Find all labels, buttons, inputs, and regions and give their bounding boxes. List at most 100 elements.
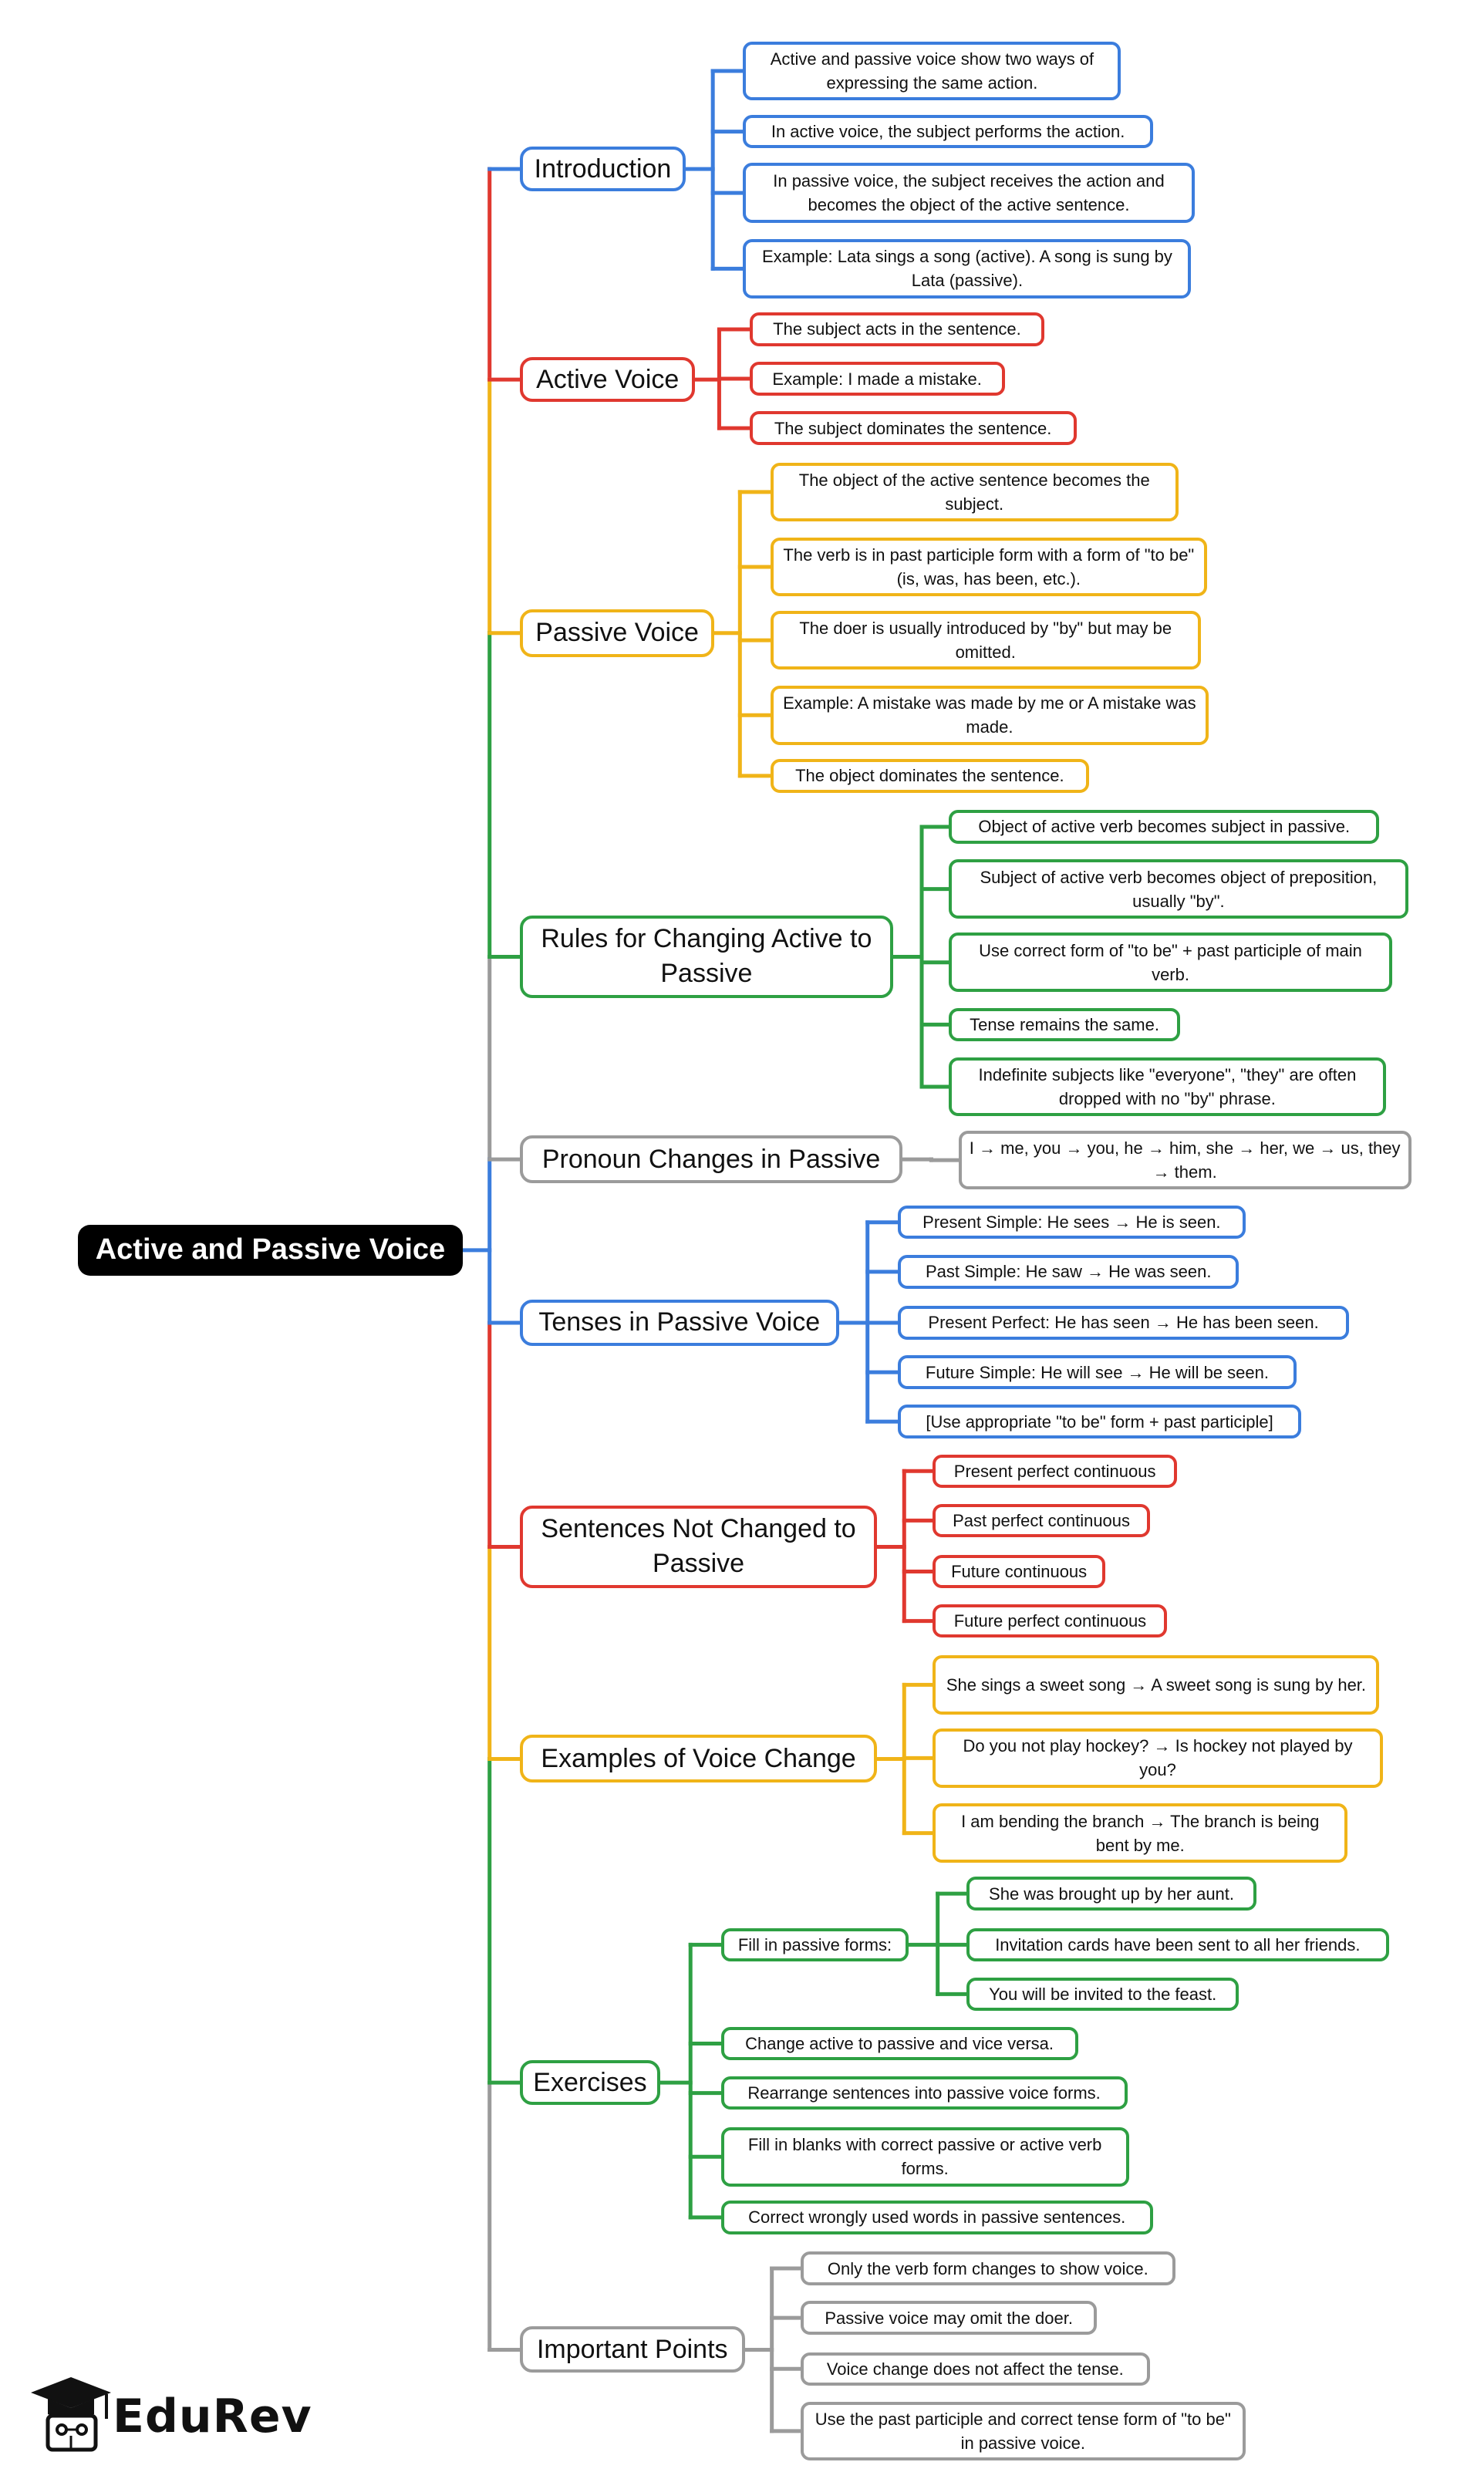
leaf-node: Example: Lata sings a song (active). A s… (743, 239, 1192, 298)
branch-node: Examples of Voice Change (520, 1735, 878, 1783)
leaf-node: Voice change does not affect the tense. (800, 2352, 1150, 2386)
sub-leaf-node: You will be invited to the feast. (966, 1977, 1239, 2012)
branch-node: Introduction (520, 147, 686, 192)
branch-node-label: Examples of Voice Change (541, 1743, 856, 1773)
branch-node: Exercises (520, 2060, 660, 2106)
branch-node-label: Tenses in Passive Voice (538, 1307, 821, 1337)
leaf-node: Active and passive voice show two ways o… (743, 41, 1121, 101)
leaf-node-label: The object dominates the sentence. (795, 766, 1064, 786)
leaf-node-label: Past Simple: He saw → He was seen. (925, 1262, 1212, 1282)
leaf-node: Indefinite subjects like "everyone", "th… (949, 1057, 1386, 1117)
leaf-node-label: Present Perfect: He has seen → He has be… (928, 1313, 1319, 1333)
leaf-node: Past Simple: He saw → He was seen. (898, 1255, 1239, 1289)
branch-node: Active Voice (520, 357, 696, 402)
leaf-node-label: Present Simple: He sees → He is seen. (922, 1212, 1221, 1233)
sub-leaf-node-label: You will be invited to the feast. (989, 1984, 1217, 2004)
leaf-node-label: Correct wrongly used words in passive se… (748, 2207, 1126, 2228)
leaf-node: Correct wrongly used words in passive se… (720, 2201, 1153, 2234)
leaf-node: Present Simple: He sees → He is seen. (898, 1206, 1246, 1239)
leaf-node: Future continuous (933, 1554, 1105, 1589)
sub-leaf-node: She was brought up by her aunt. (966, 1877, 1257, 1911)
sub-leaf-node-label: Invitation cards have been sent to all h… (995, 1934, 1361, 1954)
leaf-node: The verb is in past participle form with… (770, 537, 1208, 597)
branch-node: Sentences Not Changed to Passive (520, 1505, 878, 1589)
leaf-node: Present Perfect: He has seen → He has be… (898, 1306, 1350, 1340)
leaf-node-label: Example: Lata sings a song (active). A s… (761, 247, 1172, 291)
leaf-node-label: She sings a sweet song → A sweet song is… (946, 1675, 1367, 1695)
branch-node-label: Exercises (533, 2067, 647, 2097)
leaf-node: The object dominates the sentence. (770, 759, 1090, 793)
leaf-node: In passive voice, the subject receives t… (743, 162, 1195, 224)
leaf-node-label: The subject dominates the sentence. (774, 418, 1052, 438)
leaf-node: Use the past participle and correct tens… (800, 2401, 1246, 2461)
leaf-node: Example: A mistake was made by me or A m… (770, 686, 1209, 745)
leaf-node: In active voice, the subject performs th… (743, 114, 1153, 149)
sub-leaf-node: Invitation cards have been sent to all h… (966, 1927, 1389, 1961)
branch-node-label: Sentences Not Changed to Passive (541, 1514, 856, 1579)
leaf-node-label: Use the past participle and correct tens… (815, 2409, 1231, 2453)
leaf-node: Past perfect continuous (933, 1503, 1150, 1538)
leaf-node: I → me, you → you, he → him, she → her, … (958, 1130, 1411, 1190)
leaf-node: Only the verb form changes to show voice… (800, 2251, 1175, 2285)
leaf-node-label: [Use appropriate "to be" form + past par… (926, 1411, 1273, 1432)
branch-node: Important Points (520, 2326, 745, 2373)
leaf-node-label: The subject acts in the sentence. (773, 319, 1021, 339)
leaf-node-label: Past perfect continuous (953, 1510, 1131, 1530)
branch-node: Tenses in Passive Voice (520, 1300, 839, 1346)
leaf-node: Subject of active verb becomes object of… (949, 859, 1408, 919)
leaf-node-label: Change active to passive and vice versa. (745, 2033, 1054, 2053)
leaf-node: Change active to passive and vice versa. (720, 2026, 1078, 2061)
leaf-node: Example: I made a mistake. (749, 362, 1005, 396)
leaf-node-label: Active and passive voice show two ways o… (770, 49, 1094, 93)
leaf-node: Fill in blanks with correct passive or a… (720, 2127, 1129, 2187)
leaf-node-label: Use correct form of "to be" + past parti… (979, 940, 1362, 984)
leaf-node-label: Passive voice may omit the doer. (825, 2308, 1073, 2328)
branch-node-label: Pronoun Changes in Passive (541, 1144, 881, 1174)
leaf-node: Use correct form of "to be" + past parti… (949, 933, 1392, 992)
leaf-node: Rearrange sentences into passive voice f… (720, 2076, 1128, 2110)
leaf-node: Future Simple: He will see → He will be … (898, 1355, 1297, 1389)
leaf-node-label: Only the verb form changes to show voice… (827, 2258, 1148, 2278)
leaf-node-label: I am bending the branch → The branch is … (961, 1811, 1320, 1855)
branch-node-label: Rules for Changing Active to Passive (541, 924, 872, 989)
leaf-node-label: Future continuous (951, 1562, 1088, 1582)
leaf-node-label: In active voice, the subject performs th… (771, 122, 1125, 142)
leaf-node-label: I → me, you → you, he → him, she → her, … (969, 1138, 1401, 1182)
branch-node: Rules for Changing Active to Passive (520, 915, 893, 999)
leaf-node-label: Fill in blanks with correct passive or a… (747, 2135, 1102, 2179)
leaf-node-label: In passive voice, the subject receives t… (773, 171, 1165, 215)
leaf-node-label: Voice change does not affect the tense. (826, 2359, 1124, 2379)
root-topic: Active and Passive Voice (78, 1224, 463, 1276)
leaf-node-label: Rearrange sentences into passive voice f… (747, 2083, 1101, 2103)
leaf-node: Future perfect continuous (933, 1604, 1168, 1638)
leaf-node-label: Subject of active verb becomes object of… (980, 867, 1378, 911)
leaf-node-label: Example: I made a mistake. (772, 369, 982, 389)
leaf-node-label: The object of the active sentence become… (798, 470, 1150, 514)
leaf-node: The subject dominates the sentence. (749, 411, 1077, 445)
leaf-node: Do you not play hockey? → Is hockey not … (933, 1728, 1383, 1788)
leaf-node-label: Tense remains the same. (970, 1014, 1159, 1034)
branch-node-label: Important Points (536, 2334, 728, 2364)
leaf-node-label: Do you not play hockey? → Is hockey not … (963, 1736, 1353, 1780)
leaf-node-label: The verb is in past participle form with… (783, 545, 1195, 589)
sub-leaf-node-label: She was brought up by her aunt. (989, 1884, 1235, 1904)
leaf-node-label: Object of active verb becomes subject in… (978, 817, 1351, 837)
root-topic-label: Active and Passive Voice (95, 1233, 446, 1266)
leaf-node: The object of the active sentence become… (770, 462, 1179, 522)
branch-node-label: Active Voice (536, 364, 680, 394)
leaf-node: Tense remains the same. (949, 1007, 1180, 1042)
leaf-node: The subject acts in the sentence. (749, 312, 1045, 346)
leaf-node: Fill in passive forms: (720, 1927, 909, 1961)
leaf-node-label: Future Simple: He will see → He will be … (925, 1362, 1269, 1382)
leaf-node: I am bending the branch → The branch is … (933, 1803, 1348, 1863)
leaf-node-label: Fill in passive forms: (737, 1934, 892, 1954)
leaf-node: Passive voice may omit the doer. (800, 2301, 1098, 2335)
branch-node-label: Introduction (534, 153, 672, 184)
leaf-node-label: Present perfect continuous (953, 1461, 1156, 1481)
branch-node-label: Passive Voice (535, 618, 699, 648)
leaf-node: [Use appropriate "to be" form + past par… (898, 1405, 1302, 1438)
leaf-node-label: Indefinite subjects like "everyone", "th… (978, 1064, 1357, 1108)
leaf-node: She sings a sweet song → A sweet song is… (933, 1655, 1380, 1715)
leaf-node: The doer is usually introduced by "by" b… (770, 610, 1201, 670)
